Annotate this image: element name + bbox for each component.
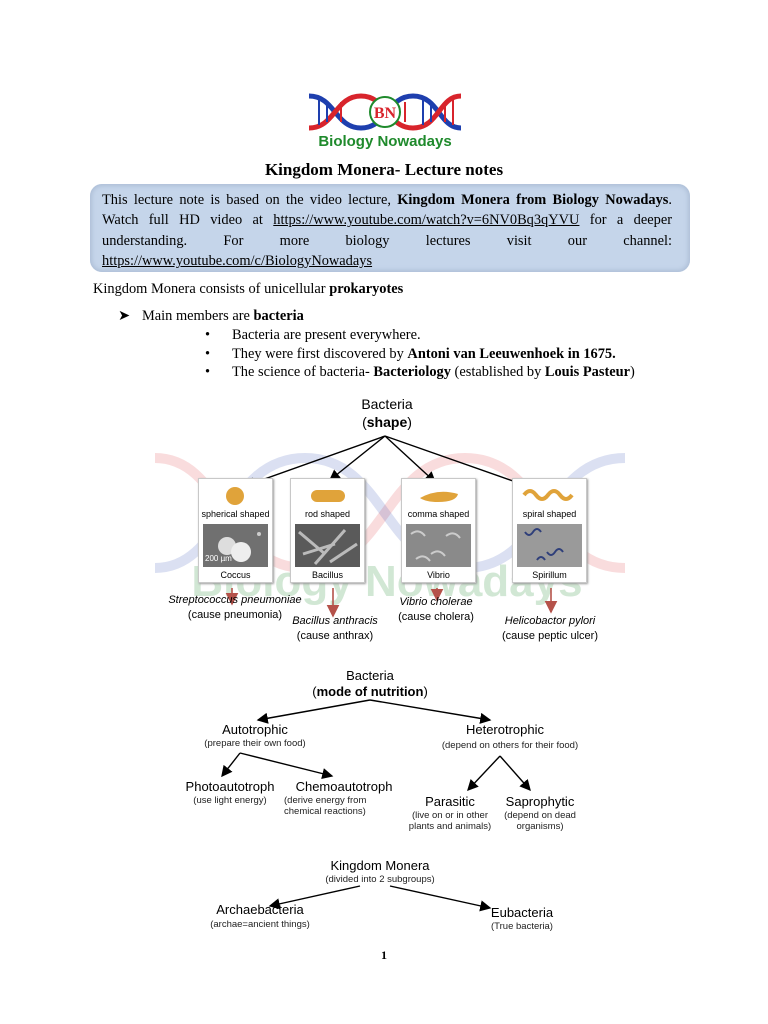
bacillus-micrograph	[295, 524, 360, 567]
shape-fig-subtitle-wrap: (shape)	[362, 414, 412, 430]
spiral-icon	[522, 489, 574, 501]
bacillus-example: Bacillus anthracis	[292, 615, 378, 627]
bullet-dot-icon: •	[205, 327, 211, 343]
scale-bar-label: 200 µm	[205, 554, 232, 563]
coccus-caption: Coccus	[220, 570, 251, 580]
spirillum-disease: (cause peptic ulcer)	[502, 630, 598, 642]
bullet-text: )	[630, 364, 635, 380]
bullet-bold: Bacteriology	[373, 364, 451, 380]
spirillum-example: Helicobactor pylori	[504, 615, 596, 627]
coccus-disease: (cause pneumonia)	[187, 609, 283, 621]
bacillus-caption: Bacillus	[311, 570, 343, 580]
vibrio-card: comma shaped Vibrio	[401, 478, 476, 583]
chemoautotroph-note: (derive energy from	[284, 795, 367, 806]
main-members-text: Main members are	[142, 308, 254, 324]
coccus-micrograph: 200 µm	[203, 524, 268, 567]
vibrio-caption: Vibrio	[427, 570, 450, 580]
bullet-bold: Antoni van Leeuwenhoek in 1675.	[407, 346, 616, 362]
intro-text-3: for a deeper understanding. For more bio…	[102, 212, 672, 249]
parasitic-note: plants and animals)	[408, 821, 492, 832]
intro-bold-title: Kingdom Monera from Biology Nowadays	[397, 192, 669, 208]
monera-note: (divided into 2 subgroups)	[325, 874, 435, 885]
nutrition-title: Bacteria	[346, 668, 394, 683]
intro-text-2: . Watch full HD video at	[102, 192, 673, 229]
monera-subgroup-figure: Kingdom Monera (divided into 2 subgroups…	[150, 848, 620, 936]
intro-text-1: This lecture note is based on the video …	[102, 192, 398, 208]
bullet-text: They were first discovered by	[232, 346, 408, 362]
coccus-card: spherical shaped 200 µm Coccus	[198, 478, 273, 583]
vibrio-micrograph	[406, 524, 471, 567]
bullet-text: (established by	[450, 364, 545, 380]
arrow-bullet-icon: ➤	[118, 308, 131, 324]
coccus-example: Streptococcus pneumoniae	[168, 594, 302, 606]
autotrophic-note: (prepare their own food)	[204, 738, 306, 749]
heterotrophic-label: Heterotrophic	[465, 722, 545, 737]
photoautotroph-note: (use light energy)	[193, 795, 267, 806]
saprophytic-note: organisms)	[516, 821, 564, 832]
vibrio-example: Vibrio cholerae	[399, 596, 473, 608]
parasitic-label: Parasitic	[425, 794, 475, 809]
monera-arrows	[268, 885, 492, 912]
vibrio-label: comma shaped	[407, 509, 470, 519]
nutrition-subtitle: mode of nutrition	[316, 684, 424, 699]
biology-nowadays-logo: BN	[308, 93, 462, 131]
autotrophic-label: Autotrophic	[222, 722, 288, 737]
comma-icon	[420, 491, 458, 502]
nutrition-figure: Bacteria (mode of nutrition) Autotrophic…	[150, 660, 620, 840]
saprophytic-label: Saprophytic	[505, 794, 575, 809]
rod-icon	[311, 490, 345, 502]
channel-link[interactable]: https://www.youtube.com/c/BiologyNowaday…	[102, 253, 373, 270]
intro-text: This lecture note is based on the video …	[102, 190, 672, 272]
saprophytic-note: (depend on dead	[504, 810, 576, 821]
sphere-icon	[226, 487, 244, 505]
spirillum-label: spiral shaped	[522, 509, 577, 519]
page-number: 1	[381, 948, 387, 962]
shape-fig-title: Bacteria	[361, 396, 413, 412]
chemoautotroph-label: Chemoautotroph	[295, 779, 393, 794]
parasitic-note: (live on or in other	[411, 810, 489, 821]
archaebacteria-label: Archaebacteria	[216, 902, 304, 917]
para1-text: Kingdom Monera consists of unicellular	[93, 281, 330, 297]
bullet-dot-icon: •	[205, 346, 211, 362]
nutrition-arrows	[221, 699, 531, 792]
photoautotroph-label: Photoautotroph	[185, 779, 275, 794]
eubacteria-note: (True bacteria)	[491, 921, 553, 932]
para1-bold: prokaryotes	[329, 281, 404, 297]
bullet-bold: Louis Pasteur	[544, 364, 631, 380]
spirillum-card: spiral shaped Spirillum	[512, 478, 587, 583]
bacillus-disease: (cause anthrax)	[296, 630, 374, 642]
archaebacteria-note: (archae=ancient things)	[210, 919, 310, 930]
intro-box	[90, 184, 690, 272]
logo-initials: BN	[374, 105, 397, 122]
bacillus-card: rod shaped Bacillus	[290, 478, 365, 583]
main-members-bold: bacteria	[253, 308, 304, 324]
main-members-item: ➤ Main members are bacteria	[118, 308, 304, 325]
video-link[interactable]: https://www.youtube.com/watch?v=6NV0Bq3q…	[273, 212, 580, 229]
shape-arrows	[225, 435, 558, 618]
spirillum-caption: Spirillum	[532, 570, 567, 580]
bullet-text: The science of bacteria-	[232, 364, 374, 380]
logo-name: Biology Nowadays	[318, 133, 452, 150]
monera-title: Kingdom Monera	[330, 858, 430, 873]
bacillus-label: rod shaped	[304, 509, 351, 519]
monera-intro-paragraph: Kingdom Monera consists of unicellular p…	[93, 281, 403, 298]
document-title: Kingdom Monera- Lecture notes	[264, 160, 504, 179]
bacteria-shape-figure: Biology Nowadays Bacteria (shape) spheri…	[145, 390, 630, 650]
vibrio-disease: (cause cholera)	[398, 611, 474, 623]
spirillum-micrograph	[517, 524, 582, 567]
coccus-label: spherical shaped	[201, 509, 270, 519]
bullet-text: Bacteria are present everywhere.	[232, 327, 421, 343]
heterotrophic-note: (depend on others for their food)	[441, 740, 579, 751]
chemoautotroph-note: chemical reactions)	[284, 806, 366, 817]
bullet-dot-icon: •	[205, 364, 211, 380]
eubacteria-label: Eubacteria	[490, 905, 554, 920]
shape-fig-subtitle: shape	[366, 414, 408, 430]
